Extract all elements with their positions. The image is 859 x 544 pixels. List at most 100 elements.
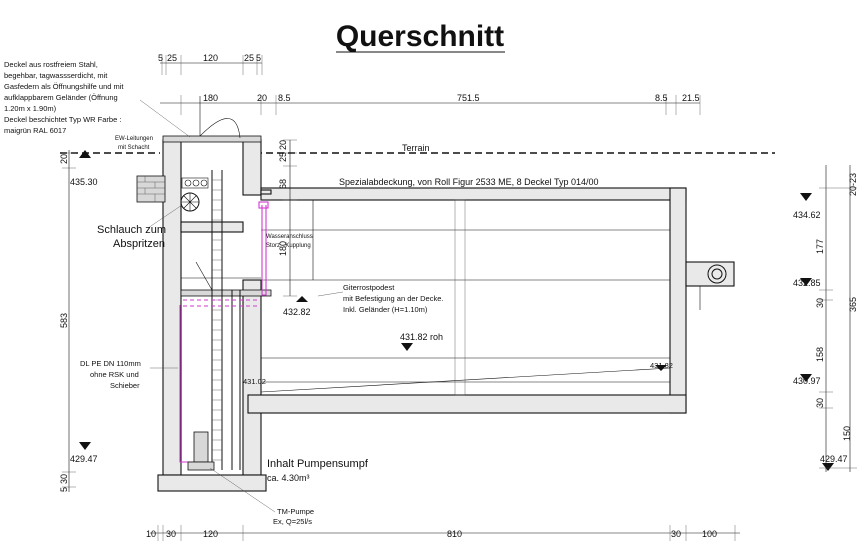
ew-conduit-1 <box>184 179 192 187</box>
note-giterrost-leader <box>317 291 344 297</box>
left-dim-1: 583 <box>59 313 69 328</box>
note-tm-line-1: TM-Pumpe <box>277 507 314 516</box>
drawing-title: Querschnitt <box>336 20 504 53</box>
top-dim-0: 5 <box>158 53 163 63</box>
elev-marker-left-top <box>79 150 91 158</box>
top-dim-4: 5 <box>256 53 261 63</box>
outlet-pipe-outer <box>707 264 727 284</box>
note-tm-leader <box>209 467 276 513</box>
top-dim-2: 120 <box>203 53 218 63</box>
mid-dim-3: 180 <box>278 241 288 256</box>
note-tm: TM-Pumpe Ex, Q=25l/s <box>273 507 314 526</box>
note-tm-line-2: Ex, Q=25l/s <box>273 517 312 526</box>
top-dim-1: 25 <box>167 53 177 63</box>
chamber-base-slab <box>247 394 687 414</box>
elev-marker-r3 <box>800 374 812 382</box>
elev-roh: 431.82 roh <box>400 332 443 342</box>
ladder-rungs <box>212 179 222 461</box>
ew-conduit-box <box>181 177 209 189</box>
top-dim-7: 8.5 <box>278 93 291 103</box>
elev-in-left: 431.02 <box>243 377 266 386</box>
note-dl-line-3: Schieber <box>110 381 140 390</box>
shaft-cover-plate <box>162 135 262 143</box>
bottom-dim-5: 100 <box>702 529 717 539</box>
hose-reel-spokes <box>181 193 199 211</box>
right-dim-2: 365 <box>848 297 858 312</box>
water-pipe-vertical <box>261 205 267 296</box>
cover-swing-arc <box>199 118 241 139</box>
elev-marker-roh <box>401 343 413 351</box>
note-wasser: Wasseranschluss Storz - Kupplung <box>266 234 313 249</box>
note-dl-line-1: DL PE DN 110mm <box>80 359 141 368</box>
brick-pattern <box>137 176 165 202</box>
shaft-base-slab <box>157 474 267 492</box>
top-dim-6: 20 <box>257 93 267 103</box>
right-dim-4: 158 <box>815 347 825 362</box>
elev-marker-r1 <box>800 193 812 201</box>
note-deckel-line-5: 1.20m x 1.90m) <box>4 104 57 113</box>
mid-dim-ticks <box>283 139 297 297</box>
chamber-column <box>454 199 466 396</box>
note-deckel-line-7: maigrün RAL 6017 <box>4 126 66 135</box>
outlet-pipe-body <box>685 261 735 287</box>
note-inhalt: Inhalt Pumpensumpf ca. 4.30m³ <box>267 458 369 483</box>
top-dim-ticks <box>161 55 701 115</box>
note-schlauch-line-1: Schlauch zum <box>97 224 166 236</box>
mid-dim-0: 20 <box>278 140 288 150</box>
right-dim-6: 150 <box>842 426 852 441</box>
left-dim-3: 5 <box>59 487 69 492</box>
note-dl-line-2: ohne RSK und <box>90 370 139 379</box>
bottom-dim-4: 30 <box>671 529 681 539</box>
ew-shaft-brick <box>136 175 166 203</box>
note-giterrost-line-3: Inkl. Geländer (H=1.10m) <box>343 305 428 314</box>
note-ew-line-1: EW-Leitungen <box>115 136 153 142</box>
note-schlauch-leader <box>147 204 183 229</box>
tm-pump <box>193 431 209 463</box>
note-schlauch: Schlauch zum Abspritzen <box>97 224 166 250</box>
elev-marker-left-bottom <box>79 442 91 450</box>
left-dim-0: 20 <box>59 154 69 164</box>
elev-marker-giter <box>296 296 308 302</box>
note-spezial: Spezialabdeckung, von Roll Figur 2533 ME… <box>339 177 599 187</box>
note-deckel-leader <box>139 99 191 138</box>
note-deckel: Deckel aus rostfreiem Stahl, begehbar, t… <box>4 60 124 135</box>
left-dim-2: 30 <box>59 474 69 484</box>
note-dl: DL PE DN 110mm ohne RSK und Schieber <box>80 359 141 390</box>
right-dim-ticks <box>819 187 857 469</box>
chamber-top-lip <box>260 189 272 195</box>
note-giterrost-line-1: Giterrostpodest <box>343 283 395 292</box>
right-dim-1: 177 <box>815 239 825 254</box>
elev-r2: 432.85 <box>793 278 821 288</box>
shaft-right-wall-upper <box>242 139 262 196</box>
note-deckel-line-4: aufklappbarem Geländer (Öffnung <box>4 93 118 102</box>
mid-dim-1: 25 <box>278 152 288 162</box>
shaft-left-wall <box>162 139 182 476</box>
right-dim-5: 30 <box>815 398 825 408</box>
elev-left-top: 435.30 <box>70 177 98 187</box>
elev-left-bottom: 429.47 <box>70 454 98 464</box>
note-ew: EW-Leitungen mit Schacht <box>115 136 153 151</box>
ew-conduit-2 <box>192 179 200 187</box>
elev-marker-in-right <box>655 365 667 371</box>
note-wasser-line-1: Wasseranschluss <box>266 234 313 240</box>
elev-r3: 430.97 <box>793 376 821 386</box>
storz-coupling <box>258 201 269 209</box>
chamber-right-wall <box>669 187 687 414</box>
chamber-slope <box>260 367 671 393</box>
top-dim-9: 8.5 <box>655 93 668 103</box>
bottom-dim-3: 810 <box>447 529 462 539</box>
elev-marker-r2 <box>800 278 812 286</box>
mid-dim-2: 68 <box>278 179 288 189</box>
bottom-dim-0: 10 <box>146 529 156 539</box>
left-dim-ticks <box>62 152 76 488</box>
elev-giter: 432.82 <box>283 307 311 317</box>
terrain-label: Terrain <box>402 143 430 153</box>
right-dim-0: 20-23 <box>848 173 858 196</box>
note-inhalt-line-1: Inhalt Pumpensumpf <box>267 458 369 470</box>
bottom-dim-1: 30 <box>166 529 176 539</box>
note-giterrost: Giterrostpodest mit Befestigung an der D… <box>343 283 443 314</box>
bottom-dim-ticks <box>157 525 736 541</box>
note-wasser-line-2: Storz - Kupplung <box>266 243 311 249</box>
note-schlauch-line-2: Abspritzen <box>113 238 165 250</box>
note-deckel-line-1: Deckel aus rostfreiem Stahl, <box>4 60 98 69</box>
